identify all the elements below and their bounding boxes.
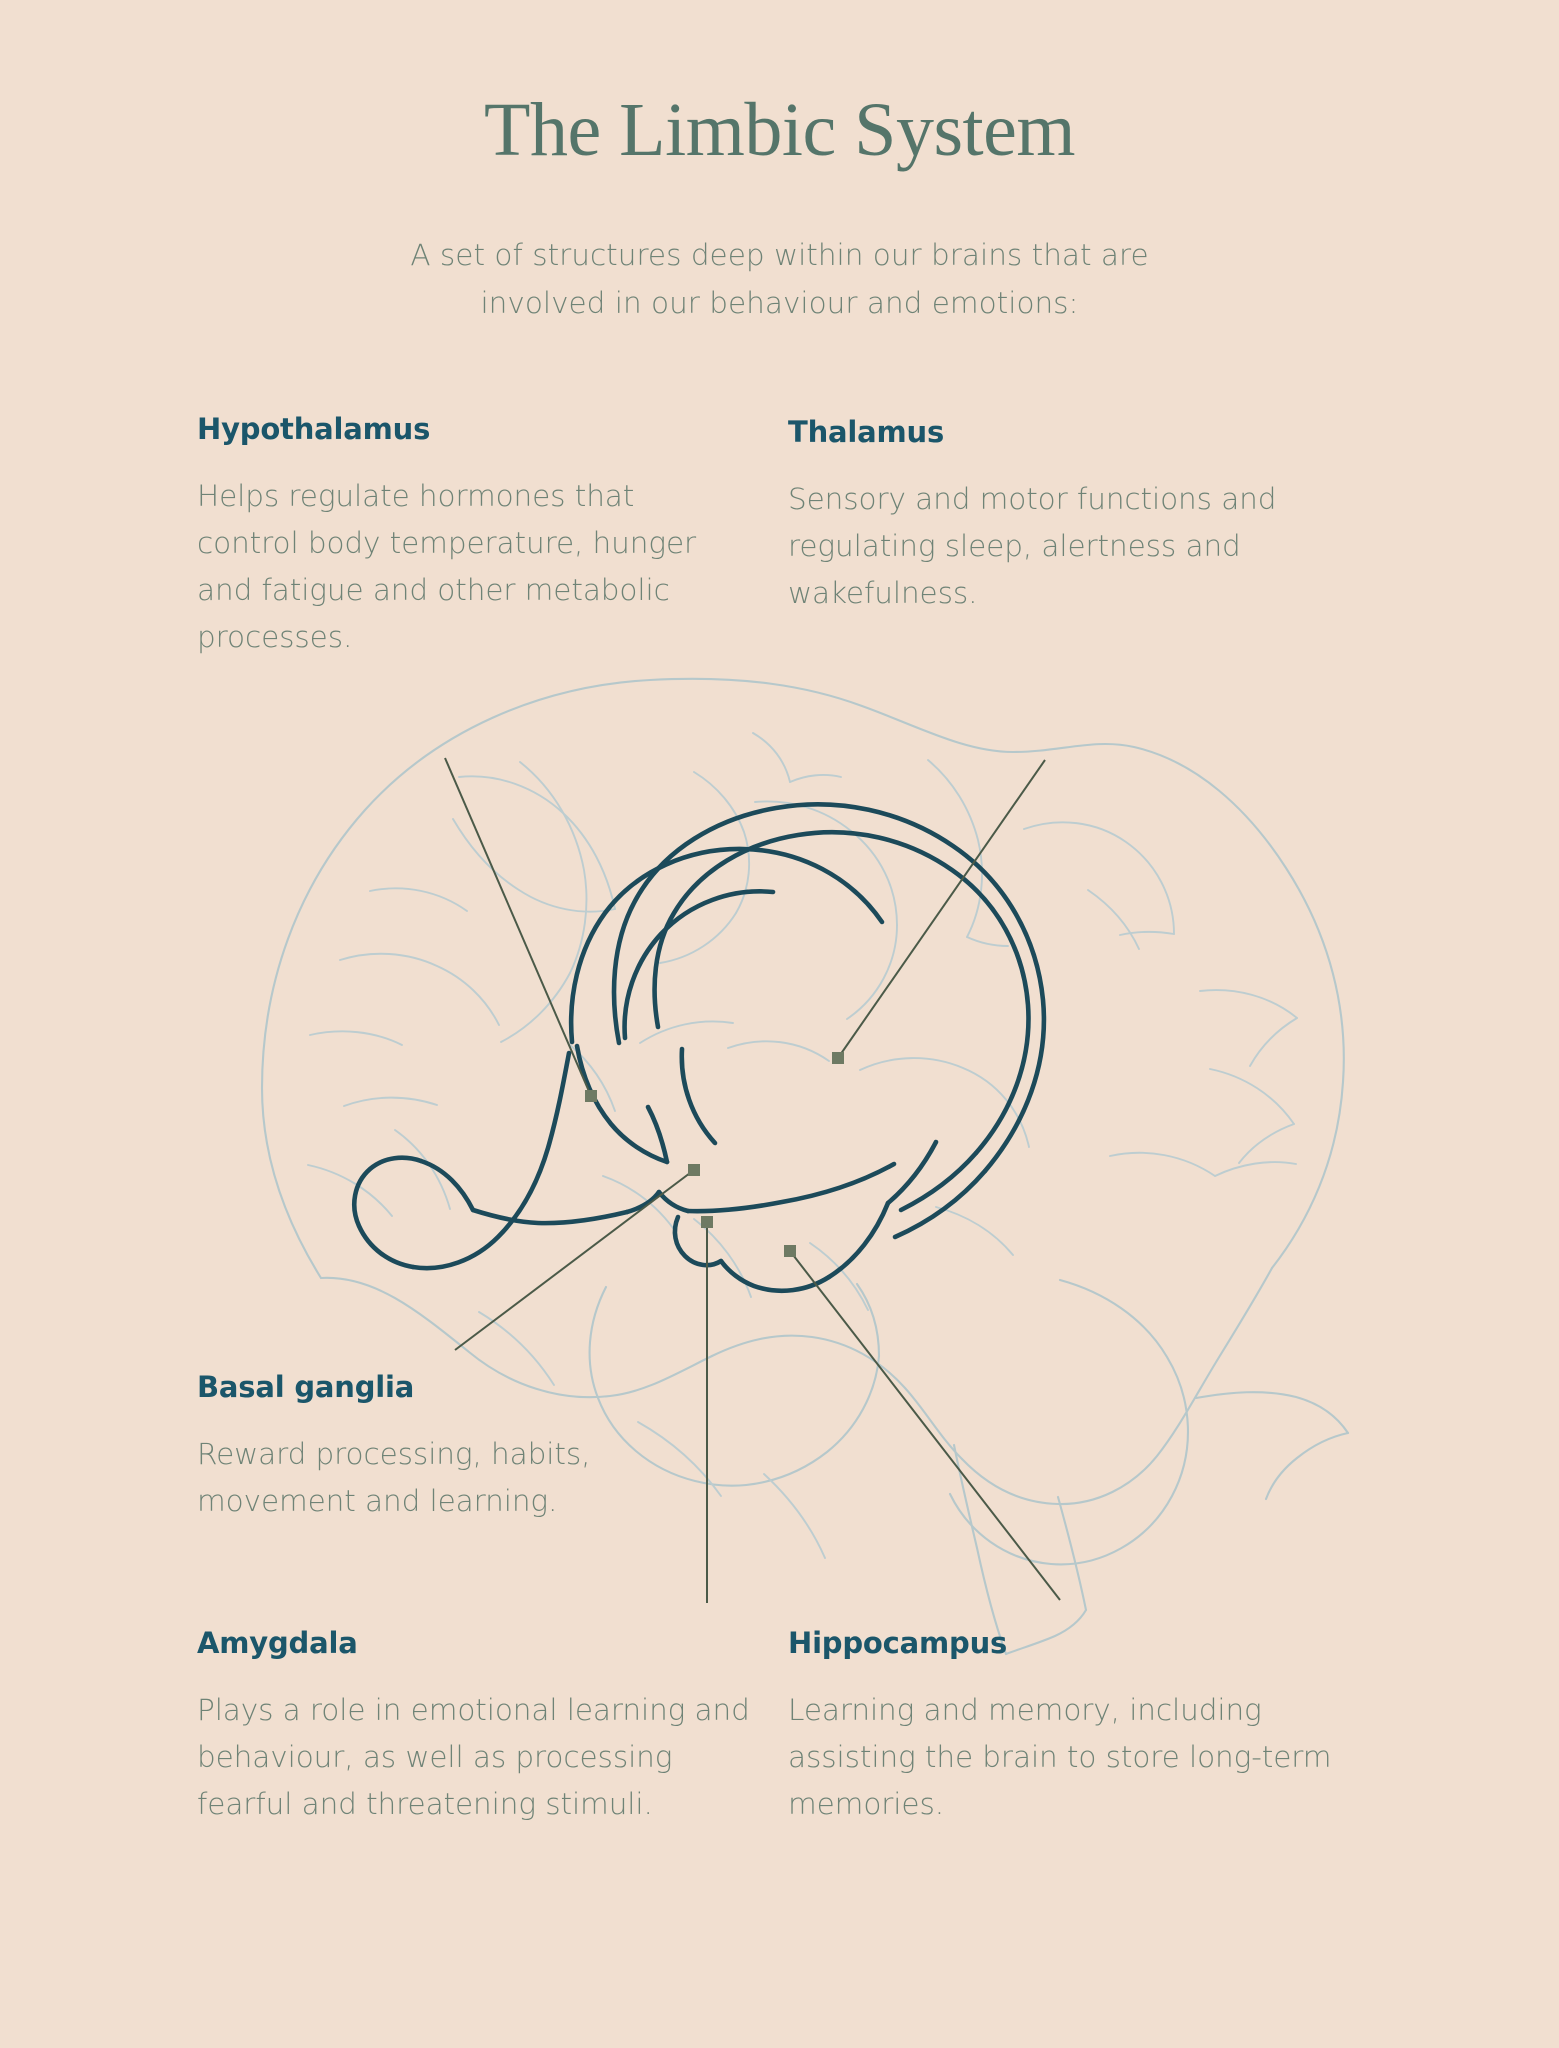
marker-thalamus	[832, 1052, 844, 1064]
marker-hypothalamus	[585, 1090, 597, 1102]
structure-heading-hippocampus: Hippocampus	[788, 1626, 1008, 1660]
structure-block-amygdala: Amygdala Plays a role in emotional learn…	[197, 1626, 757, 1828]
leader-line-hypothalamus	[444, 757, 592, 1097]
page-title: The Limbic System	[484, 88, 1075, 172]
structure-block-hippocampus: Hippocampus Learning and memory, includi…	[788, 1626, 1358, 1828]
structure-description-basal-ganglia: Reward processing, habits, movement and …	[197, 1436, 591, 1519]
leader-line-thalamus	[837, 759, 1046, 1059]
limbic-structures	[351, 802, 1047, 1294]
structure-heading-basal-ganglia: Basal ganglia	[197, 1370, 415, 1404]
structure-description-thalamus: Sensory and motor functions and regulati…	[788, 481, 1277, 611]
marker-amygdala	[701, 1216, 713, 1228]
structure-heading-hypothalamus: Hypothalamus	[197, 412, 431, 446]
structure-description-hypothalamus: Helps regulate hormones that control bod…	[197, 478, 697, 655]
anchor-markers	[585, 1052, 844, 1257]
leader-line-basal-ganglia	[454, 1169, 695, 1351]
structure-heading-amygdala: Amygdala	[197, 1626, 358, 1660]
subtitle-line-1: A set of structures deep within our brai…	[410, 238, 1149, 272]
structure-heading-thalamus: Thalamus	[788, 415, 945, 449]
marker-hippocampus	[784, 1245, 796, 1257]
page-subtitle: A set of structures deep within our brai…	[0, 232, 1559, 328]
structure-block-basal-ganglia: Basal ganglia Reward processing, habits,…	[197, 1370, 697, 1525]
marker-basal-ganglia	[688, 1164, 700, 1176]
structure-description-amygdala: Plays a role in emotional learning and b…	[197, 1692, 750, 1822]
structure-description-hippocampus: Learning and memory, including assisting…	[788, 1692, 1332, 1822]
leader-line-hippocampus	[789, 1250, 1061, 1601]
structure-block-thalamus: Thalamus Sensory and motor functions and…	[788, 415, 1333, 617]
structure-block-hypothalamus: Hypothalamus Helps regulate hormones tha…	[197, 412, 737, 662]
subtitle-line-2: involved in our behaviour and emotions:	[480, 285, 1079, 320]
